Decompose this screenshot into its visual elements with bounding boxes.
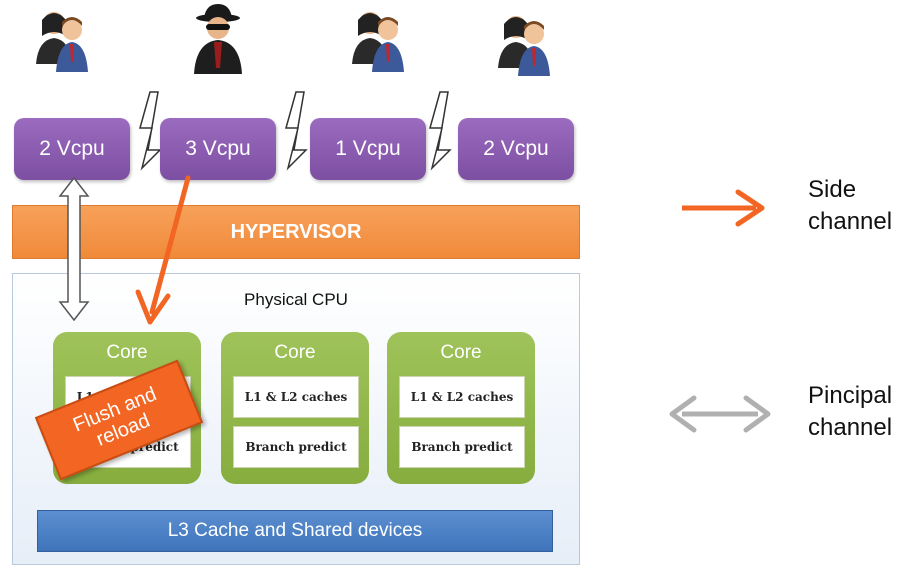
legend-side-arrow-icon bbox=[682, 189, 765, 227]
hypervisor-bar: HYPERVISOR bbox=[12, 205, 580, 259]
side-channel-arrow bbox=[135, 175, 191, 325]
legend-principal-line2: channel bbox=[808, 414, 893, 441]
physical-cpu-title: Physical CPU bbox=[244, 290, 348, 309]
branch-predict-box: Branch predict bbox=[233, 426, 359, 468]
core-label: Core bbox=[106, 342, 148, 363]
physical-cpu-panel: Physical CPU Core L1 & L2 caches Branch … bbox=[12, 273, 580, 565]
legend-side-line1: Side bbox=[808, 176, 857, 203]
isolation-bolt-icons bbox=[139, 91, 452, 171]
core-label: Core bbox=[274, 342, 316, 363]
user-icon-3 bbox=[348, 6, 408, 76]
vcpu-box-4: 2 Vcpu bbox=[458, 118, 574, 180]
cache-box: L1 & L2 caches bbox=[399, 376, 525, 418]
core-label: Core bbox=[440, 342, 482, 363]
core-2: Core L1 & L2 caches Branch predict bbox=[221, 332, 369, 484]
legend-principal-channel: Pincipal channel bbox=[808, 380, 892, 444]
legend-principal-line1: Pincipal bbox=[808, 382, 893, 409]
vcpu-box-2: 3 Vcpu bbox=[160, 118, 276, 180]
user-icon-4 bbox=[494, 10, 554, 80]
cache-box: L1 & L2 caches bbox=[233, 376, 359, 418]
legend-side-channel: Side channel bbox=[808, 174, 892, 238]
branch-predict-box: Branch predict bbox=[399, 426, 525, 468]
user-icon-1 bbox=[32, 6, 92, 76]
principal-channel-arrow bbox=[58, 176, 90, 322]
vcpu-box-1: 2 Vcpu bbox=[14, 118, 130, 180]
spy-icon bbox=[188, 4, 248, 74]
legend-principal-arrow-icon bbox=[669, 395, 771, 433]
legend-side-line2: channel bbox=[808, 208, 893, 235]
vcpu-box-3: 1 Vcpu bbox=[310, 118, 426, 180]
l3-cache-bar: L3 Cache and Shared devices bbox=[37, 510, 553, 552]
core-3: Core L1 & L2 caches Branch predict bbox=[387, 332, 535, 484]
